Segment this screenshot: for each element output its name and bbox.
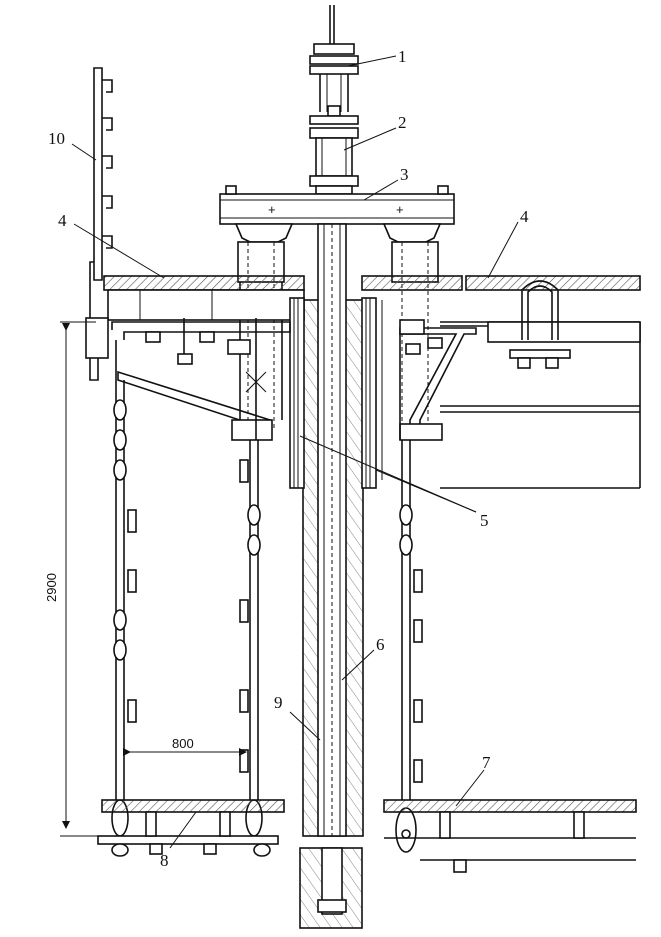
- lower-platform-right: [383, 799, 637, 873]
- label-9: 9: [274, 693, 283, 712]
- label-6: 6: [376, 635, 385, 654]
- ladder: [85, 67, 113, 381]
- svg-text:+: +: [268, 202, 276, 217]
- left-bracket: [111, 318, 291, 441]
- top-jack-assembly: [309, 5, 359, 125]
- left-outer-chain: [111, 340, 137, 837]
- dimension-height-label: 2900: [44, 573, 59, 602]
- label-8: 8: [160, 851, 169, 870]
- label-10: 10: [48, 129, 65, 148]
- lower-platform-left: [97, 799, 285, 857]
- hydraulic-cylinder: [309, 127, 359, 195]
- dimension-height: [60, 321, 102, 837]
- svg-text:+: +: [396, 202, 404, 217]
- left-inner-chain: [239, 440, 263, 837]
- guide-plates: [289, 297, 383, 489]
- label-2: 2: [398, 113, 407, 132]
- leader-lines: [71, 55, 519, 849]
- right-bracket: [399, 319, 477, 441]
- lifting-crossbeam: + +: [219, 185, 455, 243]
- right-chain: [395, 440, 423, 853]
- label-5: 5: [480, 511, 489, 530]
- label-4-left: 4: [58, 211, 67, 230]
- label-7: 7: [482, 753, 491, 772]
- label-3: 3: [400, 165, 409, 184]
- central-column: [299, 223, 364, 929]
- dimension-width-label: 800: [172, 736, 194, 751]
- label-1: 1: [398, 47, 407, 66]
- upper-platform: [103, 275, 641, 489]
- label-4-right: 4: [520, 207, 529, 226]
